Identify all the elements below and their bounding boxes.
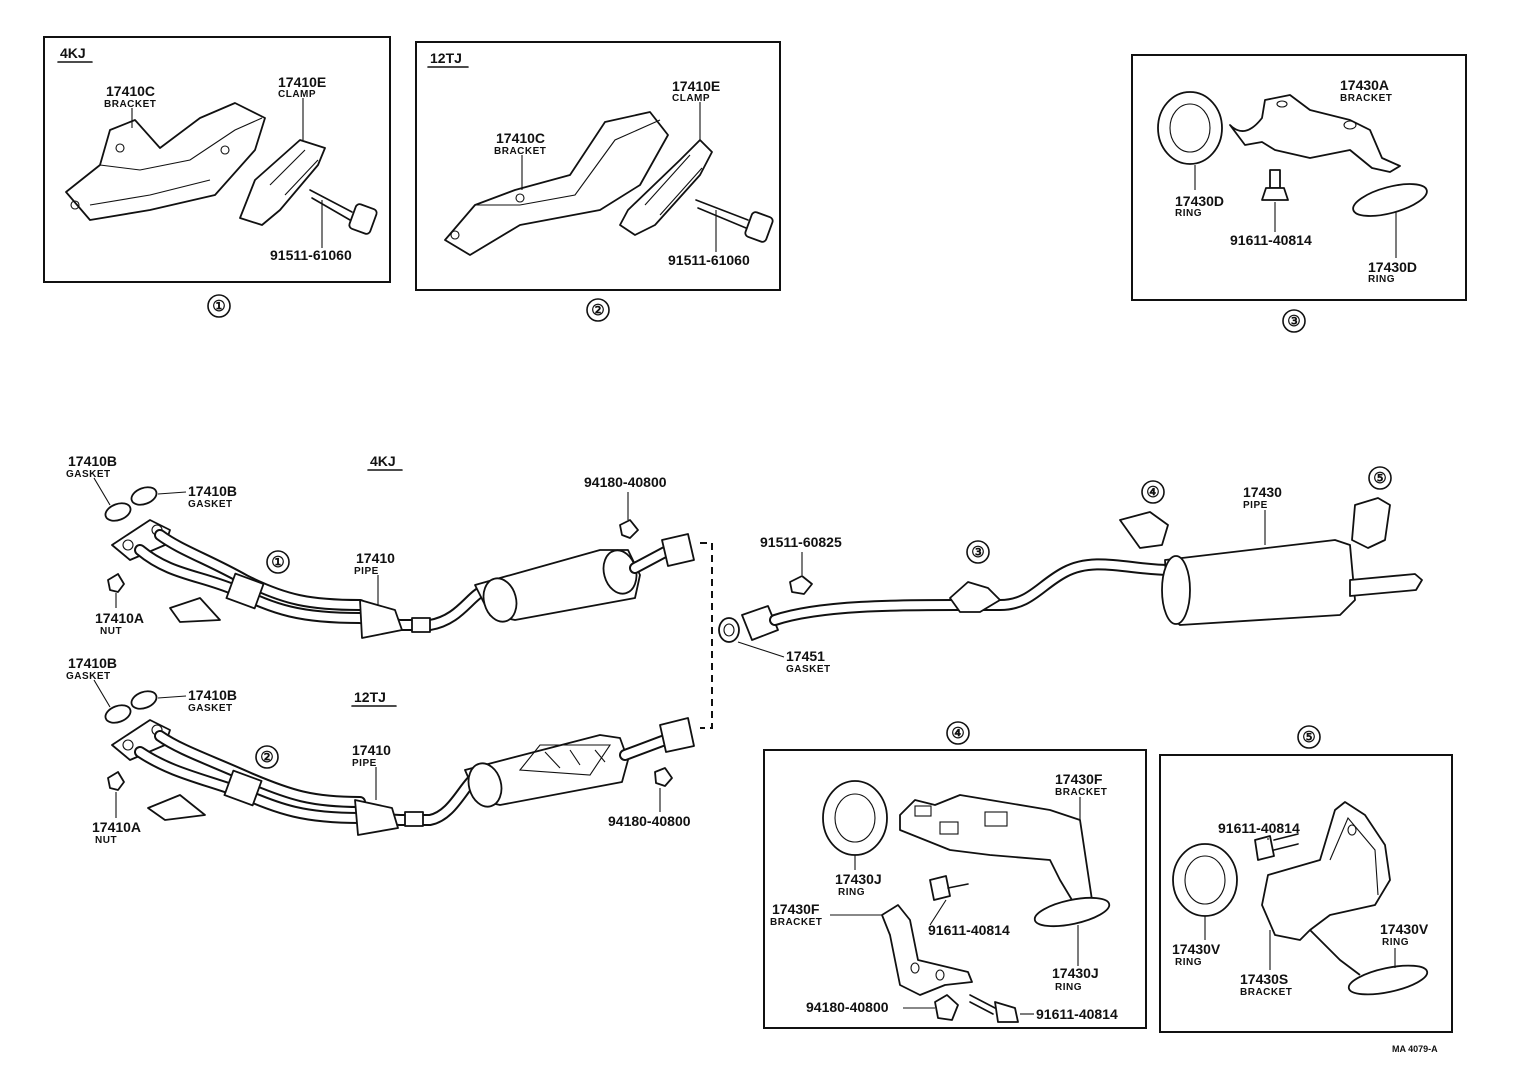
label-17430f-lower-name: BRACKET <box>770 917 822 928</box>
label-17410a-12tj-name: NUT <box>95 835 117 846</box>
label-17430v-left-name: RING <box>1175 957 1202 968</box>
label-17410a-4kj-name: NUT <box>100 626 122 637</box>
label-17410a-12tj: 17410A <box>92 819 141 835</box>
inset-4: 17430F BRACKET 17430J RING 17430F BRACKE… <box>763 721 1147 1029</box>
label-17430f-upper: 17430F <box>1055 771 1103 787</box>
label-17410b-4kj-b-name: GASKET <box>188 499 233 510</box>
label-17430d-right-name: RING <box>1368 274 1395 285</box>
label-17410a-4kj: 17410A <box>95 610 144 626</box>
label-17410b-4kj-a-name: GASKET <box>66 469 111 480</box>
label-17430s-name: BRACKET <box>1240 987 1292 998</box>
inset-1-engine-label: 4KJ <box>60 45 86 61</box>
inset-3-frame <box>1131 54 1467 301</box>
callout-1: ① <box>271 554 284 571</box>
label-17430: 17430 <box>1243 484 1282 500</box>
inset-1-frame <box>43 36 391 283</box>
inset-2-engine-label: 12TJ <box>430 50 462 66</box>
label-91611-40814-inset5: 91611-40814 <box>1218 820 1300 836</box>
clamp-17410e-shape <box>239 139 326 226</box>
label-17430d-left-name: RING <box>1175 208 1202 219</box>
label-17430j-left: 17430J <box>835 871 882 887</box>
label-17410-12tj: 17410 <box>352 742 391 758</box>
front-pipe-4kj: 4KJ 17410B GASKET 17410B GASKET 174 <box>66 453 695 639</box>
main-muffler <box>1164 539 1356 626</box>
label-91511-61060-12tj: 91511-61060 <box>668 252 750 268</box>
label-17410e-12tj-name: CLAMP <box>672 93 710 104</box>
label-17410b-12tj-a-name: GASKET <box>66 671 111 682</box>
inset-3: 17430A BRACKET 17430D RING 91611-40814 1… <box>1131 54 1467 333</box>
bracket-17430a-shape <box>1229 94 1401 173</box>
inset-3-number: ③ <box>1287 313 1300 330</box>
inset-1: 4KJ 17410C BRACKET 17410E CLAMP 91511-61… <box>43 36 391 318</box>
label-17430j-right: 17430J <box>1052 965 1099 981</box>
label-94180-40800-inset4: 94180-40800 <box>806 999 889 1015</box>
label-17410c-name: BRACKET <box>104 99 156 110</box>
label-17430-name: PIPE <box>1243 500 1268 511</box>
engine-label-12tj: 12TJ <box>354 689 386 705</box>
label-17410b-4kj-a: 17410B <box>68 453 117 469</box>
label-17430a: 17430A <box>1340 77 1389 93</box>
label-17410-12tj-name: PIPE <box>352 758 377 769</box>
label-17430v-right: 17430V <box>1380 921 1429 937</box>
label-17451: 17451 <box>786 648 825 664</box>
clamp-17410e-12tj-shape <box>619 139 713 236</box>
label-17410c-12tj: 17410C <box>496 130 545 146</box>
label-17410-4kj-name: PIPE <box>354 566 379 577</box>
label-17410b-12tj-a: 17410B <box>68 655 117 671</box>
label-17430j-right-name: RING <box>1055 982 1082 993</box>
inset-2-frame <box>415 41 781 291</box>
label-94180-40800-12tj: 94180-40800 <box>608 813 691 829</box>
label-17410c: 17410C <box>106 83 155 99</box>
variant-connector <box>700 542 713 729</box>
label-17451-name: GASKET <box>786 664 831 675</box>
label-17430f-lower: 17430F <box>772 901 820 917</box>
label-17430s: 17430S <box>1240 971 1288 987</box>
label-91511-61060: 91511-61060 <box>270 247 352 263</box>
engine-label-4kj: 4KJ <box>370 453 396 469</box>
label-91611-40814-inset3: 91611-40814 <box>1230 232 1312 248</box>
inset-5-number: ⑤ <box>1302 729 1315 746</box>
label-17410e: 17410E <box>278 74 326 90</box>
label-17410b-4kj-b: 17410B <box>188 483 237 499</box>
label-17410e-12tj: 17410E <box>672 78 720 94</box>
label-17410e-name: CLAMP <box>278 89 316 100</box>
label-17430v-left: 17430V <box>1172 941 1221 957</box>
bracket-17410c-shape <box>65 102 266 221</box>
label-17430v-right-name: RING <box>1382 937 1409 948</box>
label-17410c-12tj-name: BRACKET <box>494 146 546 157</box>
figure-reference: MA 4079-A <box>1392 1044 1438 1054</box>
inset-2: 12TJ 17410C BRACKET 17410E CLAMP 91511-6… <box>415 41 781 322</box>
label-91611-40814-inset4-a: 91611-40814 <box>928 922 1010 938</box>
inset-1-number: ① <box>212 298 225 315</box>
callout-5: ⑤ <box>1373 470 1386 487</box>
label-94180-40800-4kj: 94180-40800 <box>584 474 667 490</box>
bracket-17410c-12tj-shape <box>444 111 669 256</box>
label-91511-60825: 91511-60825 <box>760 534 842 550</box>
label-91611-40814-inset4-b: 91611-40814 <box>1036 1006 1118 1022</box>
label-17430a-name: BRACKET <box>1340 93 1392 104</box>
label-17410-4kj: 17410 <box>356 550 395 566</box>
label-17430j-left-name: RING <box>838 887 865 898</box>
inset-5: 91611-40814 17430V RING 17430S BRACKET 1… <box>1159 725 1453 1033</box>
label-17410b-12tj-b-name: GASKET <box>188 703 233 714</box>
callout-4: ④ <box>1146 484 1159 501</box>
inset-2-number: ② <box>591 302 604 319</box>
bracket-17430s-shape <box>1261 801 1391 941</box>
label-17430d-right: 17430D <box>1368 259 1417 275</box>
label-17430f-upper-name: BRACKET <box>1055 787 1107 798</box>
label-17410b-12tj-b: 17410B <box>188 687 237 703</box>
callout-2: ② <box>260 749 273 766</box>
inset-5-frame <box>1159 754 1453 1033</box>
front-pipe-12tj: 12TJ 17410B GASKET 17410B GASKET 17410A … <box>66 655 695 846</box>
inset-4-frame <box>763 749 1147 1029</box>
bracket-17430f-lower <box>881 904 973 996</box>
tail-pipe-assembly: 91511-60825 17451 GASKET 17430 PIPE ③ ④ … <box>718 466 1423 675</box>
callout-3: ③ <box>971 544 984 561</box>
label-17430d-left: 17430D <box>1175 193 1224 209</box>
inset-4-number: ④ <box>951 725 964 742</box>
